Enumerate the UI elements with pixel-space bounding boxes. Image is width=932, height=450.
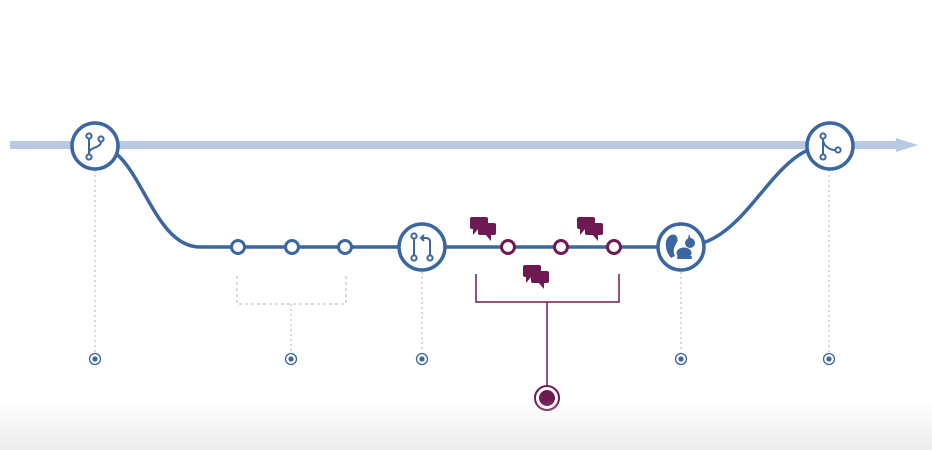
main-line-arrowhead [896,138,918,152]
discussion-bracket [475,274,620,386]
timeline-marker [674,352,688,366]
discussion-commit-nodes [500,239,622,255]
timeline-marker [415,352,429,366]
commit-node [284,239,300,255]
deploy-node [656,222,706,272]
speech-bubbles-icon [470,217,496,241]
comment-bubbles [470,217,603,289]
main-branch-line [10,138,918,152]
main-line-bar [10,141,900,149]
commit-node [337,239,353,255]
commits-bracket [236,276,347,305]
timeline-marker [822,352,836,366]
branch-node [70,121,120,171]
merge-node [805,121,855,171]
git-branch-icon [85,132,105,161]
discussion-commit-node [606,239,622,255]
pull-request-node-ring [397,222,447,272]
feature-branch-path [94,143,831,249]
timeline-marker [284,352,298,366]
guide-lines [94,170,830,352]
timeline-marker [88,352,102,366]
merge-node-ring [805,121,855,171]
squirrel-icon [665,234,695,259]
timeline-markers [88,352,836,366]
branch-node-ring [70,121,120,171]
deploy-node-ring [656,222,706,272]
commit-nodes [230,239,353,255]
git-merge-icon [819,132,842,161]
discussion-commit-node [500,239,516,255]
speech-bubbles-icon [523,265,549,289]
pull-request-node [397,222,447,272]
pull-request-icon [410,232,434,262]
speech-bubbles-icon [577,217,603,241]
discussion-outcome-node [534,385,560,411]
discussion-commit-node [553,239,569,255]
commit-node [230,239,246,255]
